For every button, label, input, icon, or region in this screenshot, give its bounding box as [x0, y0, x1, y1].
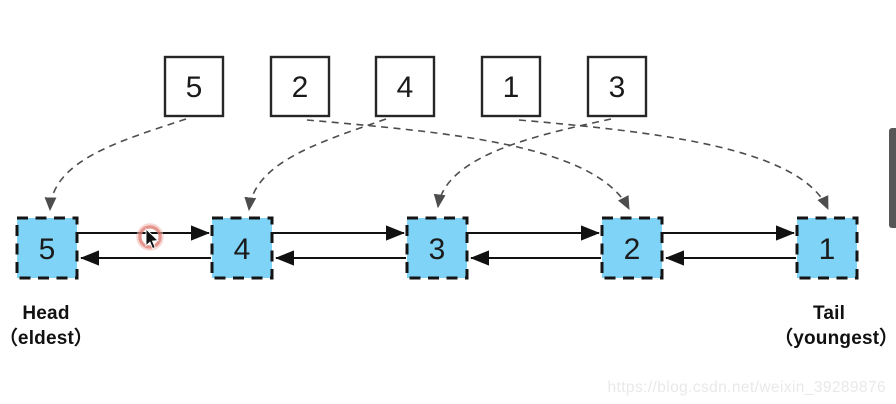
tail-subtitle: （youngest） — [774, 328, 896, 349]
list-node-3: 3 — [405, 216, 469, 280]
scrollbar-thumb[interactable] — [889, 128, 896, 228]
list-node-value: 1 — [819, 233, 836, 266]
tail-label: Tail （youngest） — [774, 301, 896, 351]
list-node-head: 5 — [15, 216, 79, 280]
list-node-value: 3 — [429, 233, 446, 266]
mapping-arrow-2 — [306, 119, 630, 210]
access-box-rect — [480, 55, 542, 118]
access-box-value: 5 — [186, 71, 203, 104]
list-node-rect — [795, 216, 859, 280]
list-node-rect — [600, 216, 664, 280]
access-box-1: 5 — [163, 55, 225, 118]
access-box-4: 1 — [480, 55, 542, 118]
watermark: https://blog.csdn.net/weixin_39289876 — [607, 379, 886, 396]
mapping-arrow-4 — [244, 118, 387, 212]
list-node-value: 4 — [234, 233, 251, 266]
access-box-value: 3 — [609, 71, 626, 104]
access-box-value: 1 — [503, 71, 520, 104]
access-box-3: 4 — [374, 55, 436, 118]
access-box-rect — [374, 55, 436, 118]
head-subtitle: （eldest） — [0, 328, 94, 349]
mapping-arrow-1 — [518, 119, 829, 210]
access-box-rect — [586, 55, 648, 118]
access-box-rect — [269, 55, 331, 118]
access-box-value: 2 — [292, 71, 309, 104]
tail-title: Tail — [812, 303, 846, 324]
list-node-value: 2 — [624, 233, 641, 266]
list-node-rect — [15, 216, 79, 280]
list-node-tail: 1 — [795, 216, 859, 280]
click-indicator — [136, 223, 164, 251]
head-title: Head — [22, 303, 70, 324]
list-node-4: 2 — [600, 216, 664, 280]
head-label: Head （eldest） — [0, 301, 101, 351]
access-box-2: 2 — [269, 55, 331, 118]
mapping-arrow-3 — [433, 118, 612, 209]
access-box-value: 4 — [397, 71, 414, 104]
list-node-rect — [210, 216, 274, 280]
list-node-2: 4 — [210, 216, 274, 280]
mouse-cursor-icon — [145, 227, 160, 250]
list-node-value: 5 — [39, 233, 56, 266]
list-node-rect — [405, 216, 469, 280]
access-box-5: 3 — [586, 55, 648, 118]
access-box-rect — [163, 55, 225, 118]
mapping-arrow-5 — [44, 118, 187, 212]
